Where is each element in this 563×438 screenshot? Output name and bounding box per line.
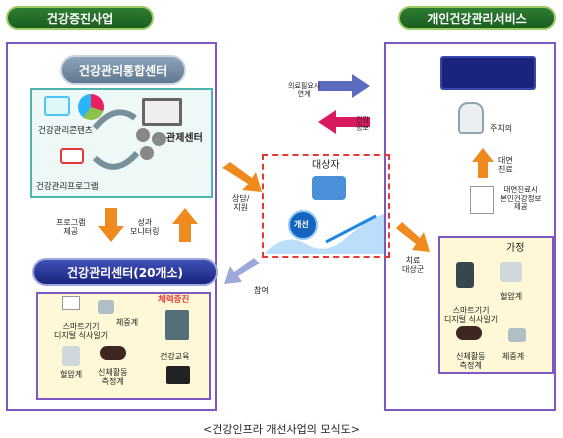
bp-label: 혈압계 — [60, 370, 83, 379]
improve-badge — [288, 210, 318, 240]
tablet-icon — [166, 366, 190, 384]
edu-label: 건강교육 — [160, 352, 190, 361]
treat-arrow-icon — [396, 222, 430, 252]
doctor-icon — [458, 102, 484, 134]
right-scale-label: 체중계 — [502, 352, 525, 361]
info-provide-label: 대면진료시 본인건강정보 제공 — [500, 185, 542, 212]
wave-icon — [266, 214, 384, 254]
performance-monitoring-label: 성과 모니터링 — [130, 218, 160, 237]
phone-icon — [456, 262, 474, 288]
figure-caption: <건강인프라 개선사업의 모식도> — [203, 423, 360, 436]
doctor-label: 주치의 — [490, 124, 513, 133]
target-box — [262, 154, 390, 258]
activity-label: 신체활동 측정계 — [98, 368, 128, 387]
up-arrow-icon — [472, 148, 494, 178]
consult-label: 상담/ 지원 — [232, 194, 250, 213]
program-label: 건강관리프로그램 — [36, 182, 99, 192]
down-arrow-icon — [98, 208, 124, 242]
group-icon — [312, 176, 346, 200]
person-icon — [140, 146, 154, 160]
target-label: 대상자 — [312, 160, 340, 171]
control-center-label: 관제센터 — [166, 133, 203, 144]
scale-icon — [98, 300, 114, 314]
improve-label: 개선 — [294, 220, 309, 229]
smart-meal-label: 스마트기기 디지털 식사일기 — [54, 322, 109, 341]
left-arrow-icon — [318, 110, 370, 134]
treat-target-label: 치료 대상군 — [402, 256, 425, 275]
up-arrow-icon — [172, 208, 198, 242]
diag-down-arrow-icon — [222, 162, 262, 192]
person-icon — [136, 128, 150, 142]
visit-label: 대면 진료 — [498, 156, 513, 175]
pie-chart-icon — [78, 94, 104, 120]
bp-meter-icon — [500, 262, 522, 282]
bp-meter-label: 혈압계 — [500, 292, 523, 301]
need-share-label: 의료필요시 연계 — [288, 82, 321, 99]
chart-icon — [62, 296, 80, 310]
smart-device-label: 스마트기기 디지털 식사일기 — [444, 306, 499, 325]
integrated-center-pill: 건강관리통합센터 — [60, 55, 186, 85]
scale-label: 체중계 — [116, 318, 139, 327]
health-info-label: 건강 정보 — [356, 116, 369, 133]
fitness-label: 체력증진 — [158, 295, 190, 305]
band-icon — [100, 346, 126, 360]
home-devices-box — [438, 236, 554, 374]
monitors-icon — [440, 56, 536, 90]
document-icon — [470, 186, 494, 214]
diag-up-arrow-icon — [224, 258, 260, 284]
cycle-arrow-icon — [92, 109, 140, 170]
heart-monitor-icon — [60, 148, 84, 164]
header-personal-health-service: 개인건강관리서비스 — [398, 6, 556, 30]
band-icon — [456, 326, 482, 340]
home-label: 가정 — [506, 243, 525, 254]
person-icon — [152, 132, 166, 146]
health-center-20-pill: 건강관리센터(20개소) — [32, 258, 218, 286]
fitness-photo — [165, 310, 189, 340]
bp-meter-icon — [62, 346, 80, 366]
right-arrow-icon — [318, 74, 370, 98]
screen-icon — [142, 98, 182, 126]
monitor-icon — [44, 96, 70, 116]
right-activity-label: 신체활동 측정계 — [456, 352, 486, 371]
scale-icon — [508, 328, 526, 342]
program-provide-label: 프로그램 제공 — [56, 218, 86, 237]
content-label: 건강관리콘텐츠 — [38, 126, 93, 136]
participate-label: 참여 — [254, 286, 269, 295]
header-health-promotion: 건강증진사업 — [6, 6, 154, 30]
